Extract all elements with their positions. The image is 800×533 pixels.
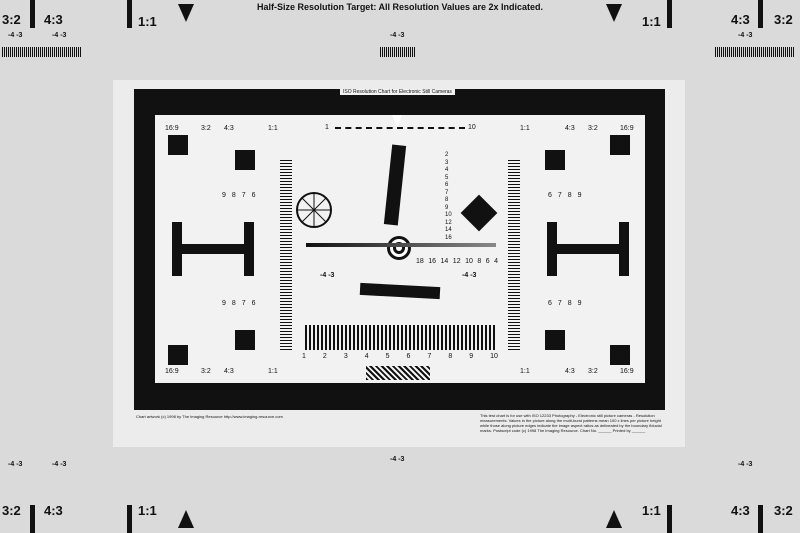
square-marker xyxy=(168,345,188,365)
fiducial-bar xyxy=(667,0,672,28)
ratio-label-1-1: 1:1 xyxy=(138,503,157,518)
ratio-label-16-9: 16:9 xyxy=(165,368,179,375)
ratio-label-3-2: 3:2 xyxy=(588,125,598,132)
square-marker xyxy=(168,135,188,155)
ratio-label-4-3: 4:3 xyxy=(731,503,750,518)
square-marker xyxy=(610,345,630,365)
scale-end: 10 xyxy=(468,124,476,131)
star-circle-target xyxy=(296,192,332,228)
scale-start: 1 xyxy=(325,124,329,131)
ratio-label-4-3: 4:3 xyxy=(731,12,750,27)
vertical-burst xyxy=(508,160,520,350)
square-marker xyxy=(235,330,255,350)
h-target xyxy=(244,222,254,276)
square-marker xyxy=(545,330,565,350)
fiducial-bar xyxy=(30,0,35,28)
ratio-label-4-3: 4:3 xyxy=(565,125,575,132)
bar-pattern xyxy=(2,44,82,62)
fiducial-triangle xyxy=(178,510,194,528)
h-target xyxy=(172,222,182,276)
square-marker xyxy=(545,150,565,170)
resolution-group: -4 -3 xyxy=(738,32,753,39)
fiducial-bar xyxy=(127,505,132,533)
resolution-group: -4 -3 xyxy=(8,461,23,468)
bar-pattern xyxy=(715,44,795,62)
square-marker xyxy=(235,150,255,170)
resolution-group: -4 -3 xyxy=(320,272,335,279)
zone-plate-target xyxy=(387,236,411,260)
horizontal-wedge xyxy=(306,243,496,247)
page-title: Half-Size Resolution Target: All Resolut… xyxy=(256,2,544,12)
ratio-label-4-3: 4:3 xyxy=(224,368,234,375)
footer-left: Chart artwork (c) 1998 by The Imaging Re… xyxy=(136,414,283,419)
h-target xyxy=(182,244,244,254)
resolution-group: -4 -3 xyxy=(52,461,67,468)
ratio-label-3-2: 3:2 xyxy=(201,368,211,375)
square-marker xyxy=(610,135,630,155)
fiducial-bar xyxy=(758,505,763,533)
wedge-numbers: 6 7 8 9 xyxy=(548,300,584,307)
ratio-label-16-9: 16:9 xyxy=(620,368,634,375)
h-target xyxy=(619,222,629,276)
ratio-label-4-3: 4:3 xyxy=(565,368,575,375)
h-target xyxy=(557,244,619,254)
ratio-label-1-1: 1:1 xyxy=(642,503,661,518)
ratio-label-3-2: 3:2 xyxy=(774,12,793,27)
ratio-label-3-2: 3:2 xyxy=(2,503,21,518)
ratio-label-3-2: 3:2 xyxy=(2,12,21,27)
resolution-group: -4 -3 xyxy=(738,461,753,468)
fiducial-triangle xyxy=(178,4,194,22)
fiducial-bar xyxy=(667,505,672,533)
fiducial-triangle xyxy=(606,510,622,528)
ratio-label-16-9: 16:9 xyxy=(620,125,634,132)
resolution-group: -4 -3 xyxy=(8,32,23,39)
ratio-label-3-2: 3:2 xyxy=(201,125,211,132)
bar-pattern xyxy=(380,44,416,62)
resolution-group: -4 -3 xyxy=(52,32,67,39)
ratio-label-1-1: 1:1 xyxy=(520,368,530,375)
checker-pattern xyxy=(366,366,430,380)
wedge-numbers: 9 8 7 6 xyxy=(222,192,258,199)
resolution-group: -4 -3 xyxy=(390,456,405,463)
ratio-label-16-9: 16:9 xyxy=(165,125,179,132)
footer-right: This test chart is for use with ISO 1223… xyxy=(480,413,662,433)
ratio-label-3-2: 3:2 xyxy=(588,368,598,375)
ratio-label-1-1: 1:1 xyxy=(138,14,157,29)
vertical-burst xyxy=(280,160,292,350)
h-target xyxy=(547,222,557,276)
chart-title: ISO Resolution Chart for Electronic Stil… xyxy=(340,89,455,95)
wedge-numbers: 6 7 8 9 xyxy=(548,192,584,199)
ratio-label-4-3: 4:3 xyxy=(224,125,234,132)
ratio-label-4-3: 4:3 xyxy=(44,503,63,518)
resolution-group: -4 -3 xyxy=(462,272,477,279)
wedge-numbers: 9 8 7 6 xyxy=(222,300,258,307)
fiducial-bar xyxy=(127,0,132,28)
multiburst-pattern xyxy=(305,325,495,350)
ratio-label-1-1: 1:1 xyxy=(520,125,530,132)
fiducial-bar xyxy=(758,0,763,28)
fiducial-bar xyxy=(30,505,35,533)
ratio-label-1-1: 1:1 xyxy=(268,125,278,132)
ratio-label-1-1: 1:1 xyxy=(268,368,278,375)
fiducial-triangle xyxy=(392,115,402,127)
ratio-label-4-3: 4:3 xyxy=(44,12,63,27)
ratio-label-1-1: 1:1 xyxy=(642,14,661,29)
ratio-label-3-2: 3:2 xyxy=(774,503,793,518)
line-scale xyxy=(335,127,465,129)
resolution-group: -4 -3 xyxy=(390,32,405,39)
fiducial-triangle xyxy=(606,4,622,22)
